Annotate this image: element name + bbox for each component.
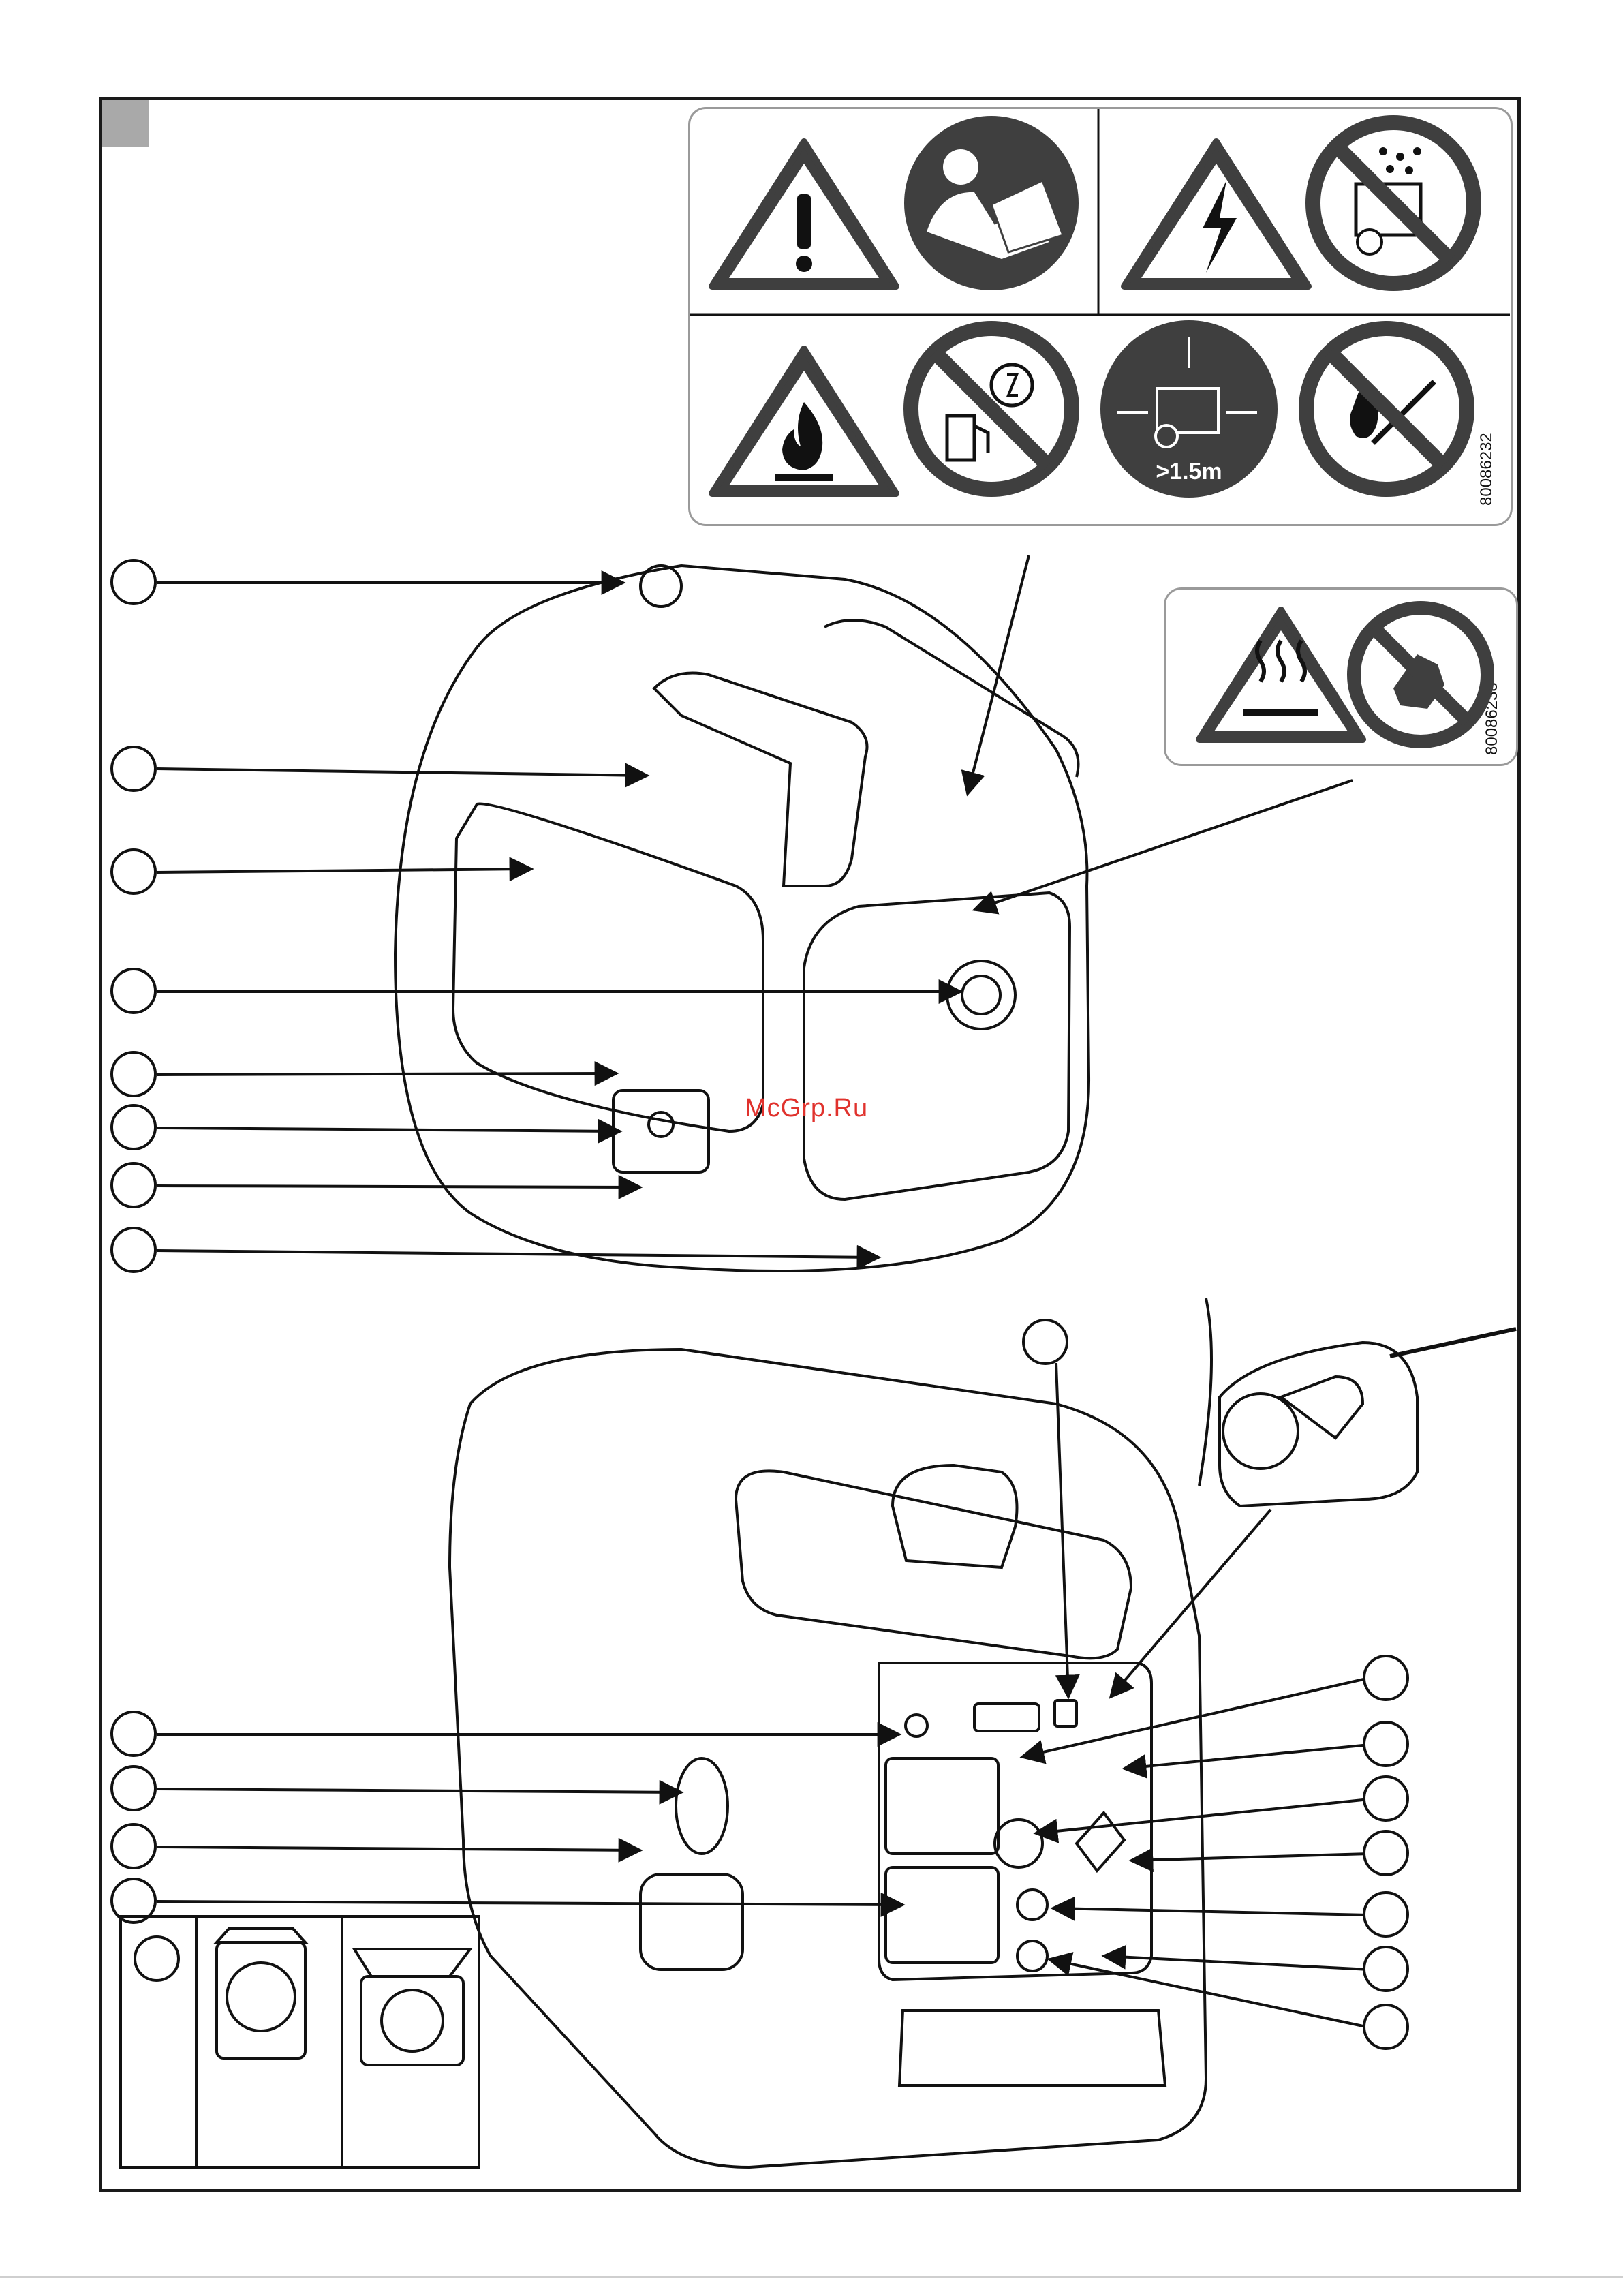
callout-circle (110, 1227, 157, 1273)
callout-circle (1363, 1946, 1409, 1992)
callout-circle (110, 1765, 157, 1811)
fuel-cap-detail (1199, 1298, 1516, 1506)
no-open-flame-icon (1306, 328, 1467, 489)
no-fuel-while-running-icon (911, 328, 1072, 489)
callout-circle (1022, 1319, 1068, 1365)
callout-circle (1363, 1830, 1409, 1876)
generator-rear-view (450, 1349, 1206, 2167)
callout-circle (110, 559, 157, 605)
callout-circle (110, 1711, 157, 1757)
hot-surface-icon (1199, 610, 1363, 739)
leader-lines-front (157, 555, 1352, 1257)
callout-circle (110, 848, 157, 895)
watermark-text: McGrp.Ru (745, 1094, 868, 1123)
callout-circle (134, 1935, 180, 1982)
electric-hazard-icon (1124, 142, 1308, 286)
callout-circle (1363, 1721, 1409, 1767)
callout-circle (1363, 1775, 1409, 1822)
callout-circle (110, 1823, 157, 1869)
callout-circle (110, 968, 157, 1014)
callout-circle (110, 746, 157, 792)
no-touch-icon (1354, 608, 1487, 741)
clearance-distance-icon: >1.5m (1100, 320, 1278, 498)
distance-sign-text: >1.5m (1156, 459, 1222, 485)
callout-circle (110, 1051, 157, 1097)
callout-circle (1363, 1655, 1409, 1701)
page-footer-rule (0, 2276, 1623, 2278)
callout-circle (110, 1104, 157, 1150)
no-rain-icon (1313, 123, 1474, 284)
generator-front-view (395, 566, 1089, 1271)
callout-circle (1363, 1891, 1409, 1938)
read-manual-icon (904, 116, 1079, 290)
flammable-icon (712, 349, 896, 493)
warning-exclamation-icon (712, 142, 896, 286)
callout-circle (110, 1162, 157, 1208)
callout-circle (1363, 2004, 1409, 2050)
